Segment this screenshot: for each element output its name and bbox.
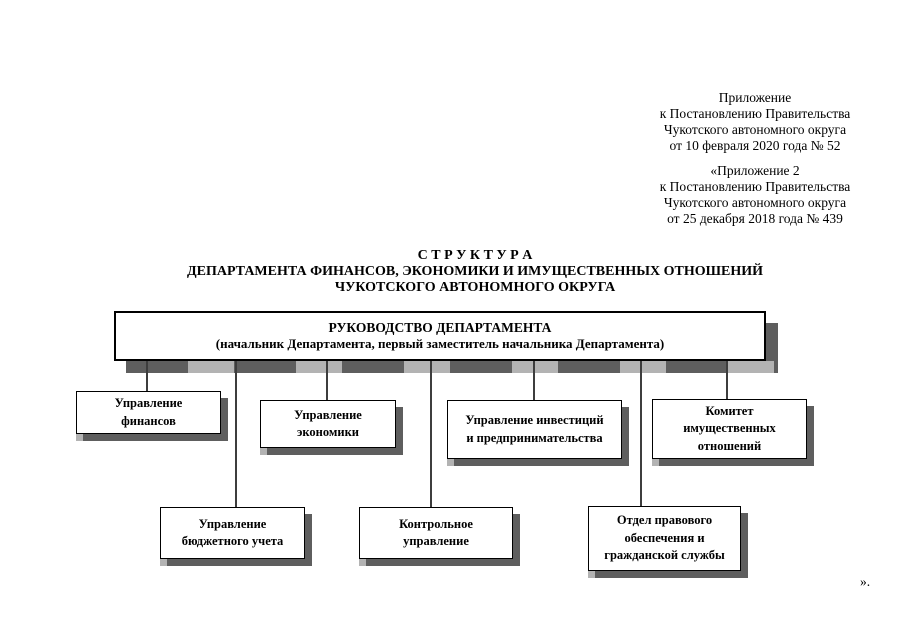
org-box-economics-label: Управление экономики xyxy=(294,407,362,440)
title-department-name: ДЕПАРТАМЕНТА ФИНАНСОВ, ЭКОНОМИКИ И ИМУЩЕ… xyxy=(186,264,764,279)
org-box-investments-label: Управление инвестиций и предпринимательс… xyxy=(465,413,604,445)
connector-line-legal xyxy=(640,360,642,506)
connector-line-economics xyxy=(326,360,328,400)
connector-line-finance xyxy=(146,360,148,391)
annex-reference-2020: Приложение к Постановлению Правительства… xyxy=(659,90,851,153)
org-box-economics: Управление экономики xyxy=(260,400,396,448)
title-structure-word: С Т Р У К Т У Р А xyxy=(417,248,533,263)
root-box-title: РУКОВОДСТВО ДЕПАРТАМЕНТА xyxy=(328,320,552,335)
connector-line-property-committee xyxy=(726,360,728,399)
org-box-property-committee-label: Комитет имущественных отношений xyxy=(683,403,776,453)
connector-line-control xyxy=(430,360,432,507)
org-box-finance-label: Управление финансов xyxy=(114,396,183,428)
document-title: С Т Р У К Т У Р А ДЕПАРТАМЕНТА ФИНАНСОВ,… xyxy=(45,248,905,296)
org-box-control-label: Контрольное управление xyxy=(399,516,473,549)
closing-quote-mark: ». xyxy=(859,574,871,589)
root-box-shadow-band xyxy=(126,361,778,373)
annex-reference-2018: «Приложение 2 к Постановлению Правительс… xyxy=(659,163,851,226)
org-box-department-leadership: РУКОВОДСТВО ДЕПАРТАМЕНТА (начальник Депа… xyxy=(114,311,766,361)
annex-header: Приложение к Постановлению Правительства… xyxy=(605,90,905,227)
org-box-legal: Отдел правового обеспечения и гражданско… xyxy=(588,506,741,571)
org-box-property-committee: Комитет имущественных отношений xyxy=(652,399,807,459)
org-box-finance: Управление финансов xyxy=(76,391,221,434)
org-box-investments: Управление инвестиций и предпринимательс… xyxy=(447,400,622,459)
org-box-control: Контрольное управление xyxy=(359,507,513,559)
org-box-legal-label: Отдел правового обеспечения и гражданско… xyxy=(604,513,725,563)
root-box-shadow-right xyxy=(766,323,778,373)
org-box-budget-accounting: Управление бюджетного учета xyxy=(160,507,305,559)
connector-line-budget-accounting xyxy=(235,360,237,507)
title-okrug-name: ЧУКОТСКОГО АВТОНОМНОГО ОКРУГА xyxy=(334,280,616,295)
connector-line-investments xyxy=(533,360,535,400)
org-box-budget-accounting-label: Управление бюджетного учета xyxy=(181,516,284,549)
root-box-subtitle: (начальник Департамента, первый заместит… xyxy=(215,336,665,351)
